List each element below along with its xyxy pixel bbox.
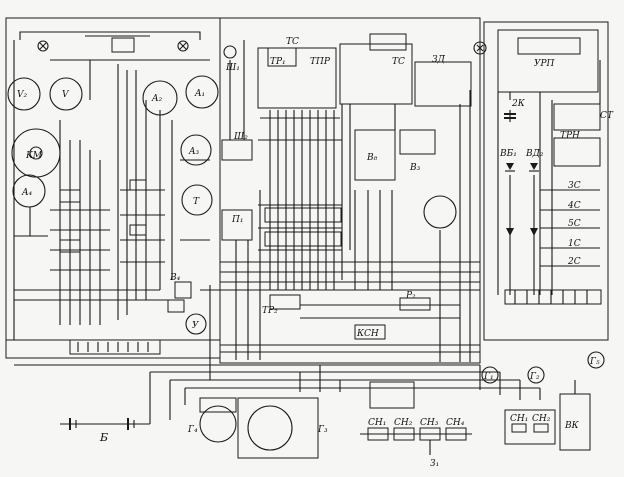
row-5c-label: 5С (568, 219, 581, 229)
res-sn3-label: СН₃ (420, 418, 439, 428)
frame-center-panel (219, 17, 481, 364)
block-v3: В₃ (399, 129, 436, 173)
meter-v: V (49, 77, 83, 111)
block-trn: ТРН (553, 131, 601, 167)
block-p1-label: П₁ (231, 215, 243, 225)
diode-vd2: ВД₂ (525, 149, 544, 172)
block-v8: В₈ (354, 129, 396, 181)
block-sh1: Ш₁ (223, 45, 240, 73)
block-vk-label: ВК (564, 421, 580, 431)
block-g5: Г₅ (587, 351, 605, 369)
block-ksn-label: КСН (356, 329, 379, 339)
block-zd-label: ЗД (432, 55, 446, 65)
block-sh1-label: Ш₁ (225, 63, 240, 73)
res-sn2-label: СН₂ (394, 418, 413, 428)
battery-b: Б (60, 418, 150, 444)
meter-v2: V₂ (7, 77, 41, 111)
meter-a2: A₂ (142, 80, 178, 116)
block-g4-label: Г₄ (187, 425, 198, 435)
meter-y-label: У (192, 321, 200, 331)
meter-t-label: T (193, 197, 200, 207)
block-tc1-label: ТС (286, 37, 299, 47)
lamp-ml1 (37, 40, 49, 52)
meter-a2-label: A₂ (151, 94, 162, 104)
meter-a1: A₁ (185, 75, 219, 109)
block-z1-ring (423, 195, 457, 229)
meter-a4-label: A₄ (21, 188, 32, 198)
left-wiring (13, 31, 210, 340)
block-st: СТ (553, 103, 614, 131)
block-tr2-label: ТР₂ (262, 306, 278, 316)
block-g4: Г₄ (187, 397, 237, 443)
block-v4-label: В₄ (169, 273, 181, 283)
block-v8-label: В₈ (366, 153, 378, 163)
meter-a3-label: A₃ (188, 147, 199, 157)
block-sh2-label: Ш₂ (233, 132, 248, 142)
block-tc2: ТС (369, 33, 407, 67)
row-3c-label: 3С (568, 181, 581, 191)
res-sn-label: СН₁ (368, 418, 386, 428)
block-st-label: СТ (600, 111, 614, 121)
block-sh2: Ш₂ (221, 132, 253, 161)
block-g2-label: Г₂ (529, 372, 540, 382)
meter-a3: A₃ (180, 134, 212, 166)
block-g3: Г₃ (237, 397, 328, 459)
block-g2: Г₂ (527, 366, 545, 384)
frame-right-panel (483, 21, 609, 341)
diode-vb1: ВБ₁ (499, 149, 517, 172)
row-1c-label: 1С (568, 239, 581, 249)
meter-v2-label: V₂ (17, 90, 27, 100)
resistor-chain: СН₁ СН₂ СН₃ СН₄ З₁ (360, 418, 472, 469)
block-tpr: ТПР (310, 57, 331, 67)
block-tr1-label: ТР₁ (270, 57, 286, 67)
block-b-label: Б (99, 431, 108, 444)
block-g3-label: Г₃ (317, 425, 328, 435)
block-tc2-label: ТС (392, 57, 405, 67)
block-tr2: ТР₂ (262, 294, 301, 316)
block-zk: 2К (504, 99, 526, 122)
center-wiring (200, 40, 480, 380)
block-p1: П₁ (221, 209, 253, 241)
block-tr1: ТР₁ (270, 57, 286, 67)
right-wiring: 3С 4С 5С 1С 2С (497, 60, 602, 305)
block-zk-label: 2К (511, 99, 526, 109)
block-zd: ЗД (432, 55, 446, 65)
res-cm1-label: СН₁ (510, 414, 528, 424)
block-r2: Р₂ (399, 291, 431, 311)
lamp-ml2 (177, 40, 189, 52)
block-g1-label: Г₁ (483, 372, 494, 382)
res-cm2-label: СН₂ (532, 414, 551, 424)
meter-km: KM (11, 128, 61, 178)
regulator-box: СН₁ СН₂ ВК (504, 380, 591, 451)
harness-bottom (14, 364, 541, 424)
block-z1-label: З₁ (430, 459, 439, 469)
block-urp: УРП (473, 37, 581, 69)
block-vb1-label: ВБ₁ (499, 149, 517, 159)
block-g1: Г₁ (481, 366, 499, 384)
block-r2-label: Р₂ (405, 291, 416, 301)
meter-y: У (185, 313, 207, 335)
block-ksn: КСН (354, 324, 386, 340)
block-tc1: ТС (267, 37, 299, 67)
block-trn-label: ТРН (560, 131, 580, 141)
meter-t: T (181, 184, 213, 216)
meter-a4: A₄ (12, 174, 46, 208)
row-2c-label: 2С (567, 257, 581, 267)
block-vd2-label: ВД₂ (525, 149, 544, 159)
row-4c-label: 4С (567, 201, 581, 211)
block-g5-label: Г₅ (589, 357, 600, 367)
block-urp-label: УРП (534, 59, 555, 69)
block-v3-label: В₃ (409, 163, 421, 173)
meter-a1-label: A₁ (194, 89, 205, 99)
meter-km-label: KM (25, 151, 43, 161)
res-sn4-label: СН₄ (446, 418, 465, 428)
fuse-row-left (69, 339, 161, 355)
block-ps-relay (369, 381, 415, 409)
block-tpr-label: ТПР (310, 57, 331, 67)
meter-v-label: V (62, 90, 70, 100)
block-v4: В₄ (169, 273, 192, 299)
